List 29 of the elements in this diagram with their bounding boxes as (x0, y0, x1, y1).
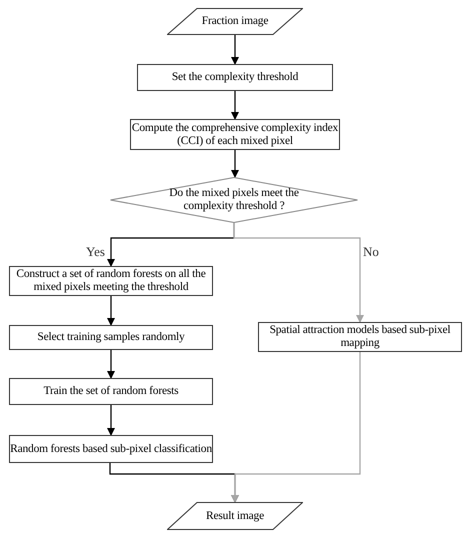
node-text: Train the set of random forests (44, 385, 178, 398)
arrow (107, 296, 115, 326)
node-text: Compute the comprehensive complexity index (CCI) of each mixed pixel (131, 122, 339, 148)
arrow (107, 350, 115, 379)
process-box (9, 266, 213, 296)
node-text: Result image (206, 510, 264, 522)
node-text: Do the mixed pixels meet the complexity threshold ? (168, 187, 300, 213)
decision-diamond (110, 177, 358, 223)
node-text: Construct a set of random forests on all the mixed pixels meeting the threshold (15, 268, 207, 294)
arrow (231, 352, 361, 503)
node-text: Select training samples randomly (37, 331, 185, 344)
arrow (231, 150, 239, 178)
arrow (231, 35, 239, 65)
node-text: Fraction image (202, 15, 268, 28)
node-text: Random forests based sub-pixel classification (10, 442, 212, 456)
io-parallelogram (167, 8, 303, 35)
process-box (137, 64, 333, 91)
io-parallelogram (167, 502, 303, 530)
edge-label: No (363, 245, 379, 259)
node-text: Spatial attraction models based sub-pixel mapping (268, 324, 452, 350)
process-box (9, 325, 213, 350)
process-box (9, 378, 213, 405)
edge-label: Yes (86, 245, 105, 259)
node-text: Set the complexity threshold (172, 71, 298, 84)
arrow (107, 405, 115, 436)
arrow (231, 91, 239, 120)
process-box (9, 435, 213, 463)
process-box (258, 322, 462, 352)
arrow (233, 223, 364, 323)
